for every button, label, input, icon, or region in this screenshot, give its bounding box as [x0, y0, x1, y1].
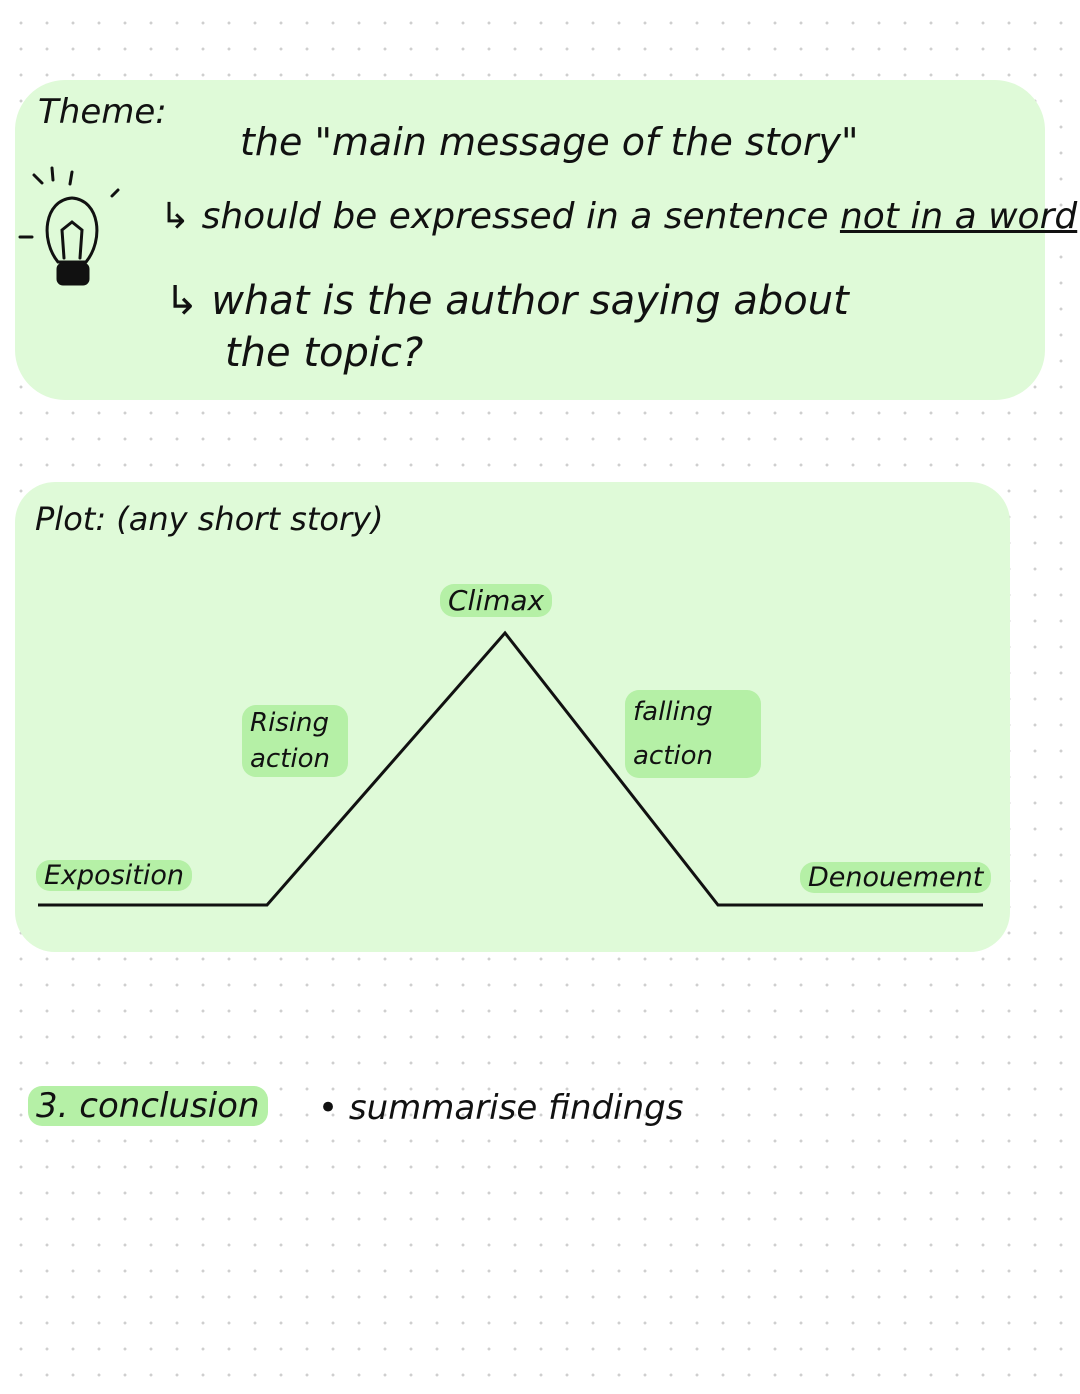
theme-point-2-line-1: ↳ what is the author saying about	[165, 278, 849, 324]
theme-point-1-emphasis: not in a word	[839, 196, 1078, 237]
lightbulb-icon	[18, 166, 120, 286]
label-exposition: Exposition	[36, 860, 192, 891]
theme-point-1-text: ↳ should be expressed in a sentence	[160, 196, 829, 237]
theme-section-background	[15, 80, 1045, 400]
plot-line	[38, 630, 983, 907]
theme-point-1: ↳ should be expressed in a sentence not …	[160, 196, 1077, 237]
theme-definition: the "main message of the story"	[240, 120, 859, 164]
label-rising-action: Rising action	[242, 705, 348, 777]
theme-point-2-line-2: the topic?	[225, 330, 424, 376]
conclusion-bullet: • summarise findings	[318, 1088, 684, 1128]
label-climax: Climax	[440, 584, 553, 617]
conclusion-label: 3. conclusion	[28, 1086, 268, 1126]
theme-heading: Theme:	[38, 92, 167, 132]
label-falling-action: falling action	[625, 690, 761, 778]
plot-heading: Plot: (any short story)	[35, 500, 384, 538]
label-denouement: Denouement	[800, 862, 992, 893]
